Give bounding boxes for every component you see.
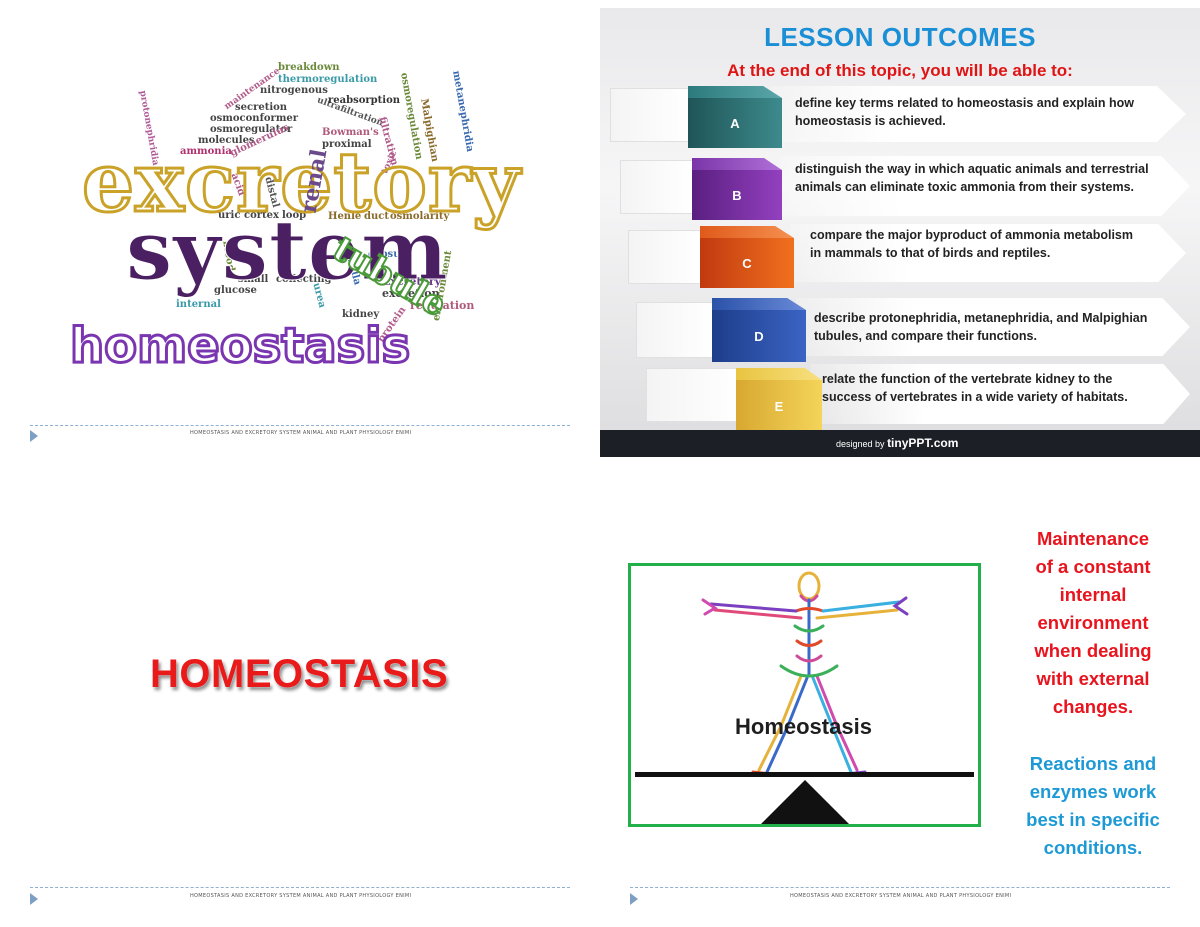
wc-word: cortex xyxy=(244,210,279,221)
definition-line: environment xyxy=(1037,612,1149,633)
definition-line: when dealing xyxy=(1034,640,1152,661)
outcome-e-text: relate the function of the vertebrate ki… xyxy=(822,372,1128,404)
outcome-c-band xyxy=(790,224,1186,282)
homeostasis-image: Homeostasis xyxy=(628,563,981,827)
wc-word: small xyxy=(238,274,269,285)
outcome-a-box-top xyxy=(688,86,782,98)
wc-word: collecting xyxy=(276,274,332,285)
slide-word-cloud: breakdown thermoregulation maintenance n… xyxy=(0,0,600,460)
outcome-a-ghost xyxy=(610,88,690,142)
wc-word: ammonia xyxy=(180,146,232,157)
outcome-e-letter: E xyxy=(774,398,784,414)
footer-arrow-icon xyxy=(630,893,638,905)
outcome-b-box-top xyxy=(692,158,782,170)
outcome-b-letter: B xyxy=(732,187,742,203)
definition-line: changes. xyxy=(1052,696,1134,717)
outcome-c-ghost xyxy=(628,230,702,284)
outcome-a-box: A xyxy=(688,98,782,148)
wc-word: osmoconformer xyxy=(210,113,299,124)
wc-word: secretion xyxy=(235,102,288,113)
footer-divider xyxy=(30,425,570,426)
wc-excretory: excretory xyxy=(81,135,522,231)
lesson-subtitle: At the end of this topic, you will be ab… xyxy=(727,61,1073,80)
word-cloud-image: breakdown thermoregulation maintenance n… xyxy=(60,50,560,390)
wc-system: system xyxy=(126,203,449,299)
designer-credit: designed by tinyPPT.com xyxy=(836,436,958,450)
outcome-a-band xyxy=(770,86,1186,142)
outcome-c-box-top xyxy=(700,226,794,238)
note-line: enzymes work xyxy=(1029,781,1157,802)
note-line: conditions. xyxy=(1043,837,1143,858)
outcome-c-text: compare the major byproduct of ammonia m… xyxy=(810,228,1133,260)
footer-text: HOMEOSTASIS AND EXCRETORY SYSTEM ANIMAL … xyxy=(790,893,1012,899)
wc-word: excretion xyxy=(382,287,440,300)
wc-word: nitrogenous xyxy=(260,85,328,96)
slide-title-homeostasis: HOMEOSTASIS xyxy=(150,652,449,696)
wc-word: loop xyxy=(282,210,307,221)
definition-line: of a constant xyxy=(1035,556,1151,577)
outcome-b-text: distinguish the way in which aquatic ani… xyxy=(795,162,1149,194)
outcome-d-letter: D xyxy=(754,328,764,344)
wc-word: capsule xyxy=(368,249,411,260)
wc-word: reabsorption xyxy=(328,95,401,106)
wc-word: osmolarity xyxy=(390,211,450,222)
wc-word: osmoregulator xyxy=(210,124,293,135)
wc-word: regulation xyxy=(410,299,475,312)
definition-line: Maintenance xyxy=(1036,528,1150,549)
note-line: Reactions and xyxy=(1029,753,1157,774)
outcome-d-box: D xyxy=(712,310,806,362)
outcome-b-box: B xyxy=(692,170,782,220)
enzyme-note: Reactions and enzymes work best in speci… xyxy=(1010,750,1176,862)
outcome-e-box: E xyxy=(736,380,822,432)
lesson-title: LESSON OUTCOMES xyxy=(764,22,1036,52)
definition-line: internal xyxy=(1059,584,1127,605)
slide-homeostasis-title: HOMEOSTASIS AND EXCRETORY SYSTEM ANIMAL … xyxy=(0,465,600,927)
outcome-a-text: define key terms related to homeostasis … xyxy=(795,96,1134,128)
lesson-footer-bar: designed by tinyPPT.com xyxy=(600,430,1200,457)
outcome-e-ghost xyxy=(646,368,742,422)
wc-word: Excretory xyxy=(382,275,442,288)
outcome-d-band xyxy=(796,298,1190,356)
wc-word: molecules xyxy=(198,135,255,146)
footer-text: HOMEOSTASIS AND EXCRETORY SYSTEM ANIMAL … xyxy=(190,430,412,436)
wc-word: proximal xyxy=(322,139,372,150)
slide-lesson-outcomes: LESSON OUTCOMES At the end of this topic… xyxy=(600,8,1200,457)
outcome-e-band xyxy=(810,364,1190,424)
footer-arrow-icon xyxy=(30,430,38,442)
outcome-c-box: C xyxy=(700,238,794,288)
wc-word: uric xyxy=(218,210,241,221)
outcome-a-letter: A xyxy=(730,115,740,131)
wc-word: breakdown xyxy=(278,62,340,73)
footer-divider xyxy=(30,887,570,888)
definition-line: with external xyxy=(1036,668,1150,689)
credit-brand: tinyPPT.com xyxy=(887,436,959,450)
footer-text: HOMEOSTASIS AND EXCRETORY SYSTEM ANIMAL … xyxy=(190,893,412,899)
outcome-b-ghost xyxy=(620,160,694,214)
credit-prefix: designed by xyxy=(836,439,885,449)
outcome-b-band xyxy=(780,156,1190,216)
wc-word: internal xyxy=(176,299,221,310)
wc-word: glucose xyxy=(214,285,257,296)
homeostasis-definition: Maintenance of a constant internal envir… xyxy=(1010,525,1176,721)
outcome-c-letter: C xyxy=(742,255,752,271)
note-line: best in specific xyxy=(1026,809,1160,830)
outcome-d-box-top xyxy=(712,298,806,310)
wc-word: thermoregulation xyxy=(278,74,378,85)
wc-word: Bowman's xyxy=(322,127,379,138)
vitruvian-figure-icon xyxy=(635,571,974,824)
footer-arrow-icon xyxy=(30,893,38,905)
image-caption: Homeostasis xyxy=(735,714,872,739)
footer-divider xyxy=(630,887,1170,888)
wc-homeostasis: homeostasis xyxy=(68,318,411,374)
wc-word: Henle xyxy=(328,211,362,222)
outcome-d-text: describe protonephridia, metanephridia, … xyxy=(814,311,1148,343)
wc-word: kidney xyxy=(342,309,380,320)
outcome-d-ghost xyxy=(636,302,714,358)
outcome-e-box-top xyxy=(736,368,822,380)
wc-word: duct xyxy=(364,211,389,222)
